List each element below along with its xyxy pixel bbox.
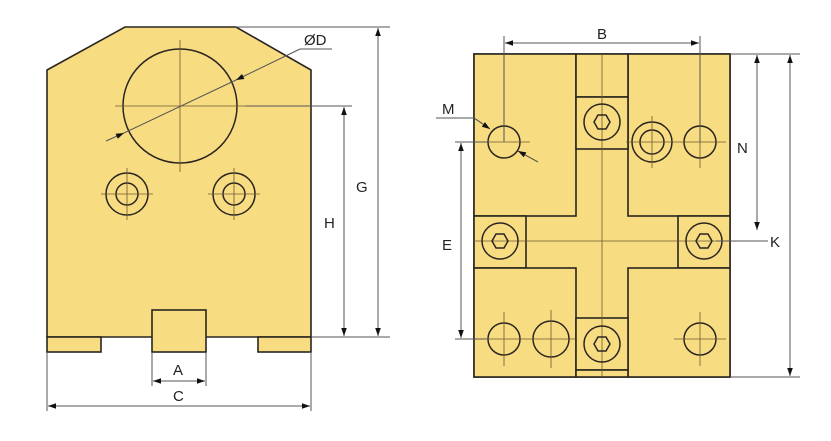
body-outline bbox=[46, 26, 312, 338]
dimension-G-label: G bbox=[356, 179, 368, 196]
key bbox=[151, 309, 207, 353]
dimension-C-label: C bbox=[173, 388, 184, 405]
dimension-B-label: B bbox=[597, 26, 607, 43]
diameter-label: ØD bbox=[304, 32, 327, 49]
counterbore-hole bbox=[101, 168, 153, 220]
dimension-A-label: A bbox=[173, 362, 183, 379]
socket-screw-icon bbox=[481, 222, 519, 260]
socket-screw-icon bbox=[583, 325, 621, 363]
dimension-H-label: H bbox=[324, 215, 335, 232]
socket-screw-icon bbox=[583, 103, 621, 141]
side-view: B M E N K bbox=[436, 26, 800, 378]
block-bottom-right bbox=[627, 267, 731, 378]
dimension-E-label: E bbox=[442, 237, 452, 254]
dimension-N-label: N bbox=[737, 140, 748, 157]
dimension-K-label: K bbox=[770, 234, 780, 251]
block-bottom-left bbox=[473, 267, 577, 378]
foot-left bbox=[46, 336, 102, 353]
foot-right bbox=[257, 336, 312, 353]
counterbore-hole bbox=[208, 168, 260, 220]
front-view: ØD G H A C bbox=[46, 26, 390, 411]
dimension-M-label: M bbox=[442, 101, 455, 118]
block-top-left bbox=[473, 53, 577, 217]
